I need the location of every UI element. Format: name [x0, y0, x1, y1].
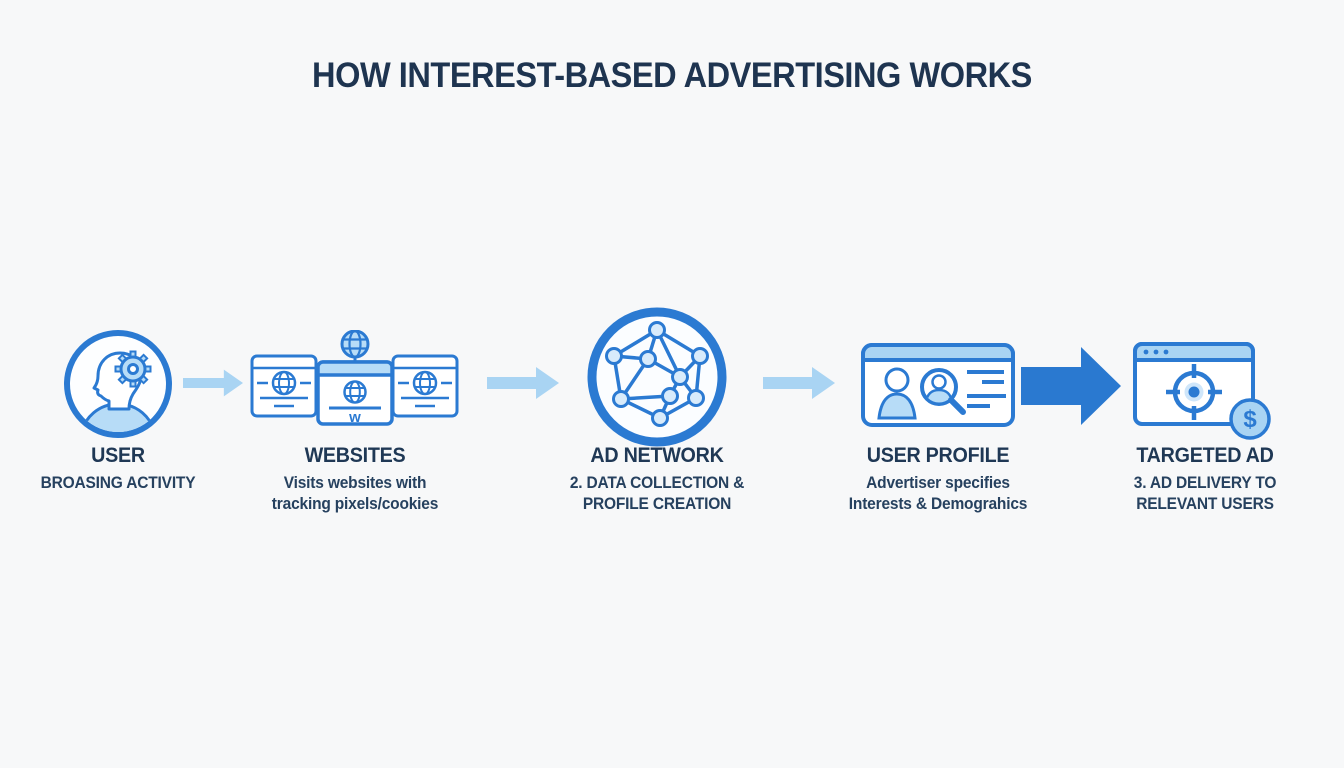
step-sublabel: Advertiser specifies Interests & Demogra…: [848, 474, 1028, 513]
dollar-badge-icon: $: [1229, 398, 1271, 440]
step-caption-user-profile: USER PROFILE Advertiser specifies Intere…: [825, 444, 1051, 515]
step-label: AD NETWORK: [590, 444, 724, 467]
flow-arrow-bold-icon: [1021, 347, 1121, 425]
page-title: HOW INTEREST-BASED ADVERTISING WORKS: [312, 56, 1032, 95]
flow-arrow-icon: [183, 369, 243, 397]
step-label: USER PROFILE: [866, 444, 1010, 467]
step-caption-websites: WEBSITES Visits websites with tracking p…: [242, 444, 468, 515]
target-icon: [1166, 364, 1222, 420]
flow-arrow-icon: [763, 367, 835, 399]
user-head-gear-icon: [64, 330, 172, 438]
step-label: USER: [91, 444, 145, 467]
step-label: WEBSITES: [304, 444, 406, 467]
step-caption-ad-network: AD NETWORK 2. DATA COLLECTION & PROFILE …: [544, 444, 770, 515]
target-browser-dollar-icon: $: [1133, 342, 1271, 440]
gear-icon: [114, 350, 152, 388]
flow-arrow-icon: [487, 367, 559, 399]
person-icon: [877, 367, 917, 420]
globe-icon: [340, 330, 370, 359]
step-sublabel: 2. DATA COLLECTION & PROFILE CREATION: [569, 474, 745, 513]
browser-windows-globe-icon: w: [250, 330, 459, 426]
profile-card-search-icon: [861, 343, 1015, 427]
step-label: TARGETED AD: [1136, 444, 1274, 467]
step-sublabel: 3. AD DELIVERY TO RELEVANT USERS: [1133, 474, 1277, 513]
step-caption-user: USER BROASING ACTIVITY: [5, 444, 231, 494]
step-caption-targeted-ad: TARGETED AD 3. AD DELIVERY TO RELEVANT U…: [1092, 444, 1318, 515]
magnifier-person-icon: [920, 368, 966, 415]
step-sublabel: BROASING ACTIVITY: [40, 474, 196, 492]
website-letter: w: [348, 409, 361, 426]
network-graph-icon: [587, 307, 727, 447]
step-sublabel: Visits websites with tracking pixels/coo…: [271, 474, 439, 513]
dollar-sign: $: [1243, 406, 1257, 433]
